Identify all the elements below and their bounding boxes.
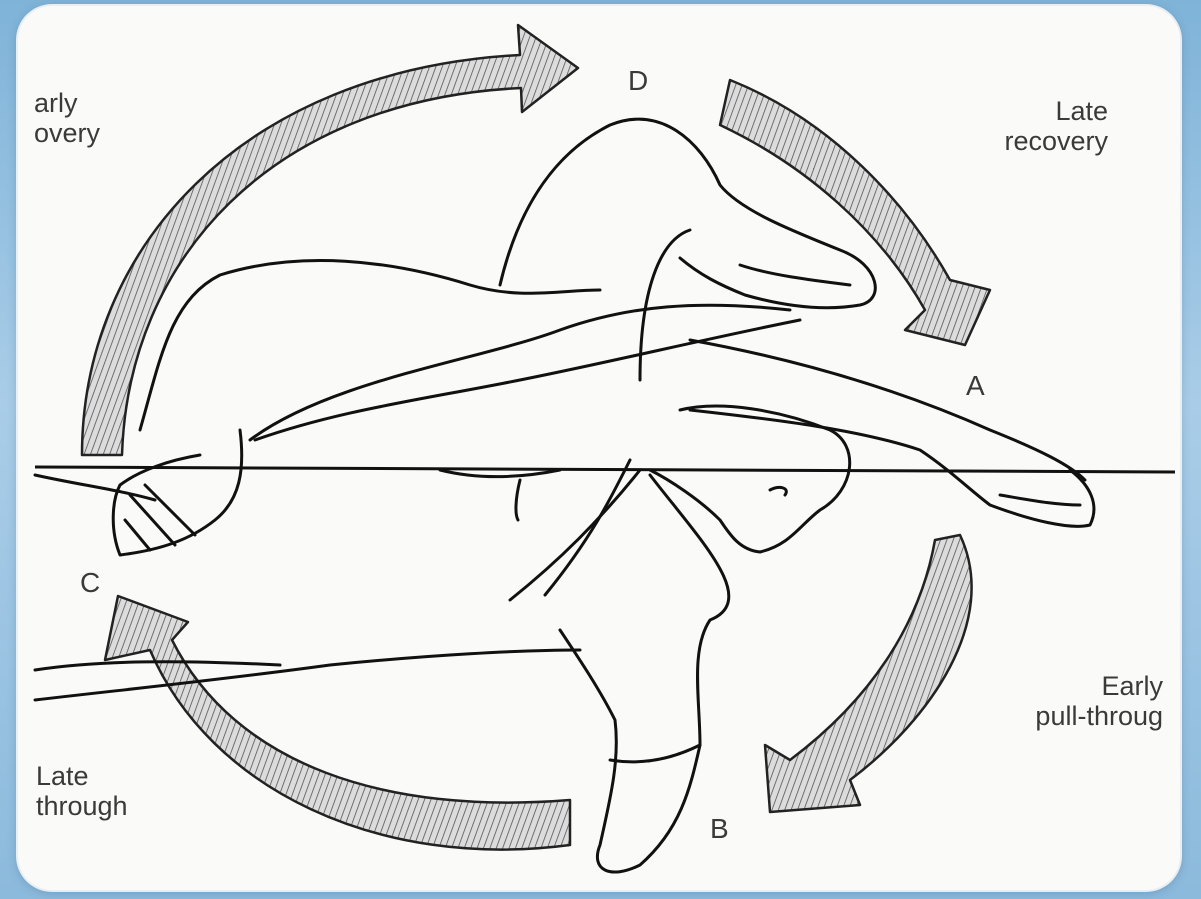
point-d: D <box>628 66 648 96</box>
arrow-late-pull-through <box>105 596 570 850</box>
label-late-recovery-line2: recovery <box>948 126 1108 156</box>
point-b: B <box>710 814 729 844</box>
label-late-recovery-line1: Late <box>948 96 1108 126</box>
label-late-pull-through-line1: Late <box>36 761 128 791</box>
cycle-arrows <box>82 25 990 850</box>
label-early-recovery-line1: arly <box>34 88 100 118</box>
point-c: C <box>80 568 100 598</box>
label-late-pull-through-line2: through <box>36 791 128 821</box>
diagram-frame: arly overy Late recovery Early pull-thro… <box>18 6 1180 890</box>
label-early-recovery-line2: overy <box>34 118 100 148</box>
arrow-early-recovery <box>82 25 578 455</box>
label-early-pull-through-line2: pull-throug <box>983 701 1163 731</box>
point-a: A <box>966 371 985 401</box>
label-early-pull-through: Early pull-throug <box>983 671 1163 731</box>
arrow-early-pull-through <box>765 535 972 812</box>
label-late-pull-through: Late through <box>36 761 128 821</box>
label-early-pull-through-line1: Early <box>983 671 1163 701</box>
label-late-recovery: Late recovery <box>948 96 1108 156</box>
water-line <box>35 467 1175 472</box>
label-early-recovery: arly overy <box>34 88 100 148</box>
